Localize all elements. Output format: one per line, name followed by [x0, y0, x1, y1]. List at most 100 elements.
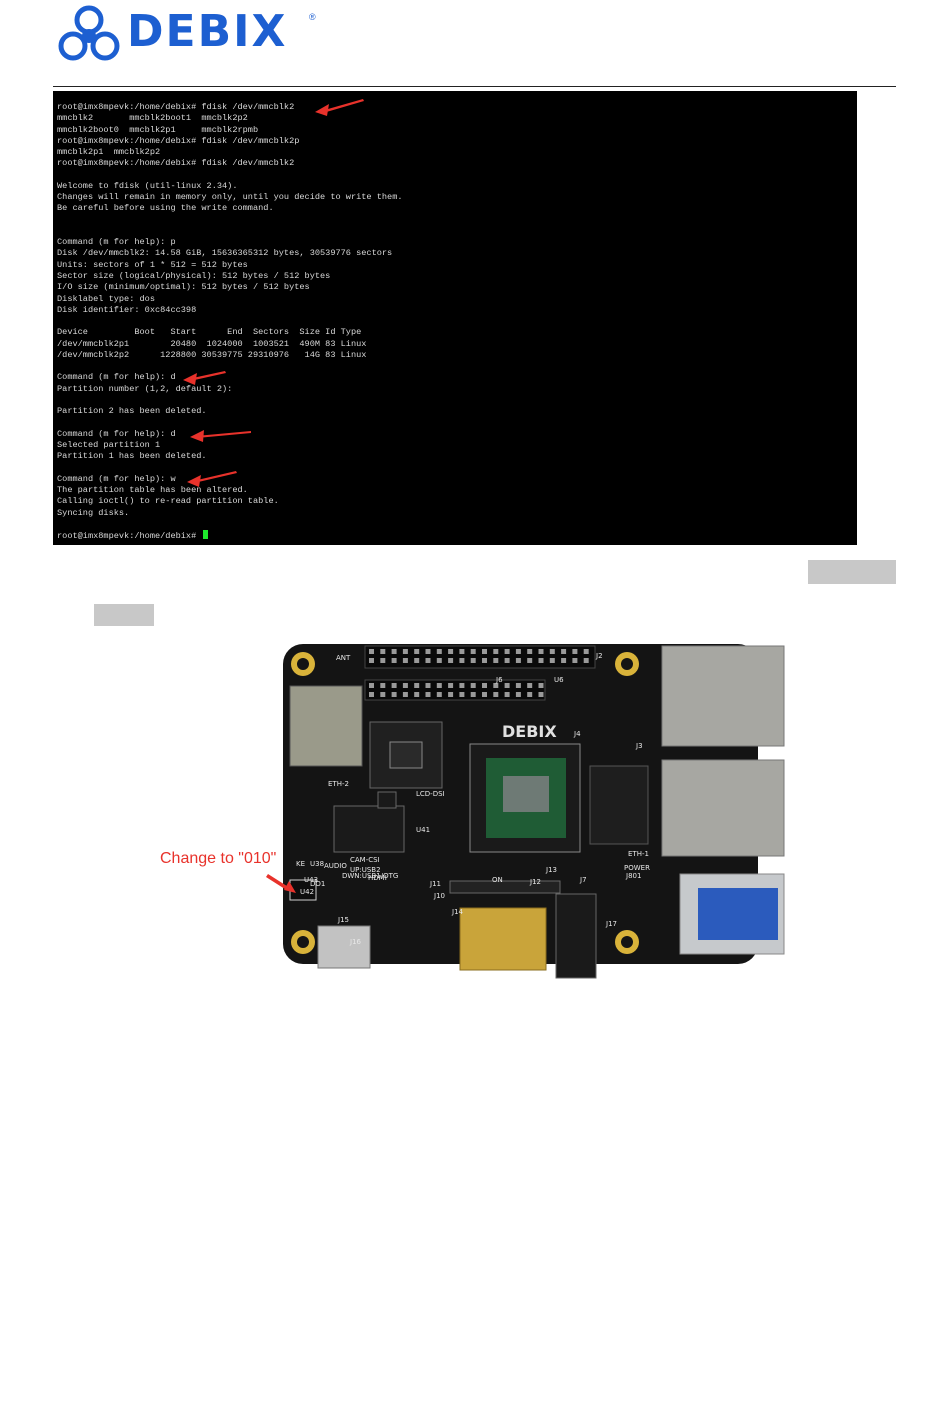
silkscreen-label: U42 — [300, 888, 314, 896]
header-divider — [53, 86, 896, 87]
header-pin — [402, 692, 408, 697]
terminal-line — [57, 463, 403, 474]
header-pin — [425, 683, 431, 688]
logo-wordmark: DEBIX — [127, 6, 288, 57]
terminal-line: Command (m for help): p — [57, 237, 176, 248]
header-pin — [515, 658, 521, 663]
header-pin — [561, 658, 567, 663]
header-pin — [402, 658, 408, 663]
header-pin — [538, 658, 544, 663]
silkscreen-label: UP:USB2 — [350, 866, 381, 874]
header-pin — [391, 658, 397, 663]
terminal-line: Syncing disks. — [57, 507, 130, 518]
terminal-line: Be careful before using the write comman… — [57, 203, 274, 214]
silkscreen-label: J3 — [635, 742, 643, 750]
silkscreen-label: J16 — [349, 938, 362, 946]
silkscreen-label: AUDIO — [324, 862, 347, 870]
terminal-line — [57, 226, 403, 237]
silkscreen-label: ON — [492, 876, 503, 884]
silkscreen-label: CAM-CSI — [350, 856, 380, 864]
silkscreen-label: DWN:USB1/OTG — [342, 872, 398, 880]
header-pin — [448, 658, 454, 663]
header-pin — [527, 658, 533, 663]
header-pin — [459, 649, 465, 654]
silkscreen-label: U41 — [416, 826, 430, 834]
header-pin — [380, 683, 386, 688]
terminal-line: /dev/mmcblk2p2 1228800 30539775 29310976… — [57, 349, 367, 360]
silkscreen-label: J17 — [605, 920, 617, 928]
registered-mark: ® — [309, 12, 316, 22]
board-logo-text: DEBIX — [502, 722, 557, 741]
header-pin — [515, 692, 521, 697]
terminal-line: Disk identifier: 0xc84cc398 — [57, 304, 197, 315]
header-pin — [425, 649, 431, 654]
terminal-line: Selected partition 1 — [57, 439, 161, 450]
header-pin — [515, 683, 521, 688]
header-pin — [527, 649, 533, 654]
terminal-line: root@imx8mpevk:/home/debix# fdisk /dev/m… — [57, 135, 300, 146]
terminal-line — [57, 170, 403, 181]
terminal-line: Changes will remain in memory only, unti… — [57, 192, 403, 203]
header-pin — [436, 692, 442, 697]
silkscreen-label: ANT — [336, 654, 351, 662]
header-pin — [527, 692, 533, 697]
header-pin — [448, 692, 454, 697]
annotation-arrow-icon — [266, 874, 296, 893]
header-pin — [482, 649, 487, 654]
silkscreen-label: KE — [296, 860, 305, 868]
header-pin — [572, 649, 578, 654]
header-pin — [493, 649, 499, 654]
header-pin — [380, 692, 386, 697]
terminal-line: Disklabel type: dos — [57, 293, 155, 304]
silkscreen-label: J4 — [573, 730, 581, 738]
header-pin — [504, 649, 510, 654]
header-pin — [369, 649, 374, 654]
terminal-line: Calling ioctl() to re-read partition tab… — [57, 496, 279, 507]
header-pin — [493, 692, 499, 697]
header-pin — [470, 683, 476, 688]
terminal-line: root@imx8mpevk:/home/debix# fdisk /dev/m… — [57, 102, 295, 112]
terminal-cursor — [203, 530, 209, 540]
dip-switch-annotation: Change to "010" — [160, 850, 277, 867]
terminal-line: mmcblk2 mmcblk2boot1 mmcblk2p2 — [57, 113, 248, 124]
debix-logo-mark-icon — [58, 5, 120, 61]
header-pin — [482, 658, 487, 663]
header-pin — [369, 692, 374, 697]
header-pin — [414, 692, 420, 697]
header-pin — [470, 692, 476, 697]
redacted-text — [808, 560, 896, 584]
terminal-line: Partition 2 has been deleted. — [57, 406, 207, 417]
silkscreen-label: DO1 — [310, 880, 325, 888]
terminal-line: Command (m for help): w — [57, 473, 176, 484]
header-pin — [493, 658, 499, 663]
header-pin — [549, 649, 555, 654]
terminal-line — [57, 316, 403, 327]
terminal-output: root@imx8mpevk:/home/debix# fdisk /dev/m… — [57, 102, 403, 541]
header-pin — [448, 649, 454, 654]
header-pin — [391, 649, 397, 654]
silkscreen-label: U43 — [304, 876, 318, 884]
header-pin — [369, 683, 374, 688]
header-pin — [583, 658, 589, 663]
header-pin — [549, 658, 555, 663]
terminal-line — [57, 395, 403, 406]
silkscreen-label: J12 — [529, 878, 541, 886]
silkscreen-label: ETH-2 — [328, 780, 349, 788]
terminal-line: Command (m for help): d — [57, 428, 176, 439]
header-pin — [369, 658, 374, 663]
terminal-line: I/O size (minimum/optimal): 512 bytes / … — [57, 282, 310, 293]
silkscreen-label: HDMI — [368, 874, 387, 882]
terminal-line: root@imx8mpevk:/home/debix# fdisk /dev/m… — [57, 158, 295, 169]
terminal-line: /dev/mmcblk2p1 20480 1024000 1003521 490… — [57, 338, 367, 349]
terminal-line: mmcblk2boot0 mmcblk2p1 mmcblk2rpmb — [57, 124, 259, 135]
silkscreen-label: J11 — [429, 880, 441, 888]
header-pin — [538, 683, 544, 688]
terminal-line: Device Boot Start End Sectors Size Id Ty… — [57, 327, 362, 338]
silkscreen-label: J6 — [495, 676, 503, 684]
header-pin — [504, 658, 510, 663]
header-pin — [515, 649, 521, 654]
terminal-line: Command (m for help): d — [57, 372, 176, 383]
header-pin — [402, 683, 408, 688]
header-pin — [448, 683, 454, 688]
